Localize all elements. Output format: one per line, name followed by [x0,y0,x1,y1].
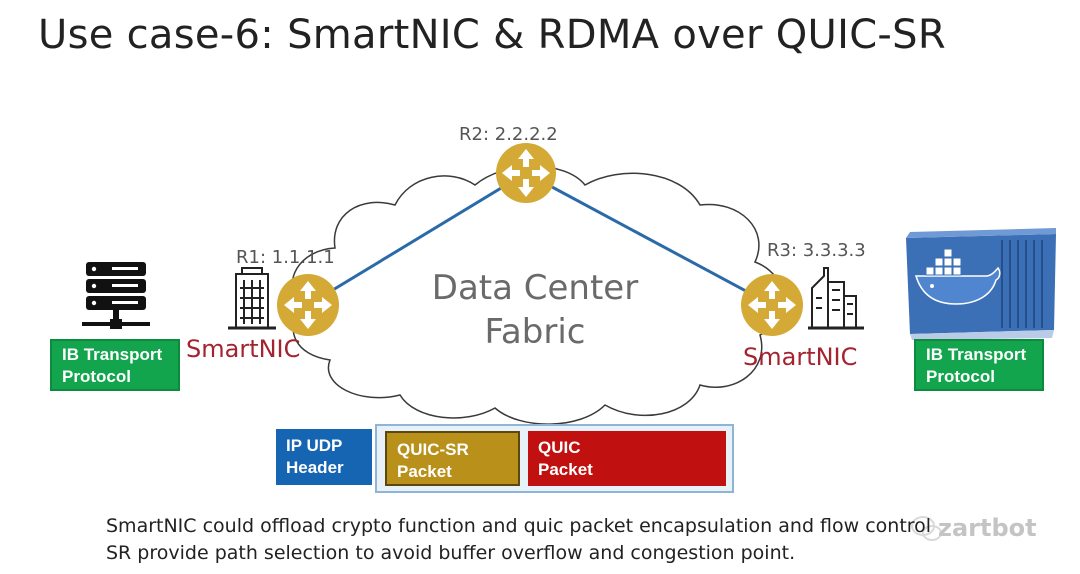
router-label-r1: R1: 1.1.1.1 [236,247,335,268]
quic-line-2: Packet [538,460,593,479]
server-icon [82,262,150,329]
router-icon [496,143,556,203]
ib-transport-line-2: Protocol [926,367,995,386]
ip-udp-line-2: Header [286,458,344,477]
smartnic-label-left: SmartNIC [186,335,301,363]
cloud-label: Data Center Fabric [420,266,650,354]
link-r2-r3 [525,171,773,307]
ib-transport-line-2: Protocol [62,367,131,386]
ib-transport-line-1: IB Transport [926,345,1027,364]
caption-line-1: SmartNIC could offload crypto function a… [106,515,932,537]
watermark: zartbot [938,514,1037,542]
office-building-icon [228,267,276,330]
quic-line-1: QUIC [538,438,581,457]
caption: SmartNIC could offload crypto function a… [106,513,931,567]
city-buildings-icon [808,267,864,330]
ip-udp-line-1: IP UDP [286,436,343,455]
ib-transport-line-1: IB Transport [62,345,163,364]
quic-packet-box: QUIC Packet [528,431,726,486]
smartnic-label-right: SmartNIC [743,343,858,371]
router-label-r3: R3: 3.3.3.3 [767,240,866,261]
caption-line-2: SR provide path selection to avoid buffe… [106,542,796,564]
router-label-r2: R2: 2.2.2.2 [459,124,558,145]
quic-sr-line-2: Packet [397,462,452,481]
router-icon [741,274,803,336]
cloud-label-line-1: Data Center [431,268,639,308]
quic-sr-line-1: QUIC-SR [397,440,469,459]
ib-transport-box-right: IB Transport Protocol [914,339,1044,391]
router-icon [277,274,339,336]
quic-sr-packet-box: QUIC-SR Packet [385,431,520,486]
ib-transport-box-left: IB Transport Protocol [50,339,180,391]
slide-title: Use case-6: SmartNIC & RDMA over QUIC-SR [38,12,946,58]
ip-udp-header-box: IP UDP Header [276,429,372,485]
link-r1-r2 [307,171,527,307]
docker-container-icon [906,228,1056,340]
cloud-label-line-2: Fabric [484,312,586,352]
wechat-icon [911,516,942,541]
